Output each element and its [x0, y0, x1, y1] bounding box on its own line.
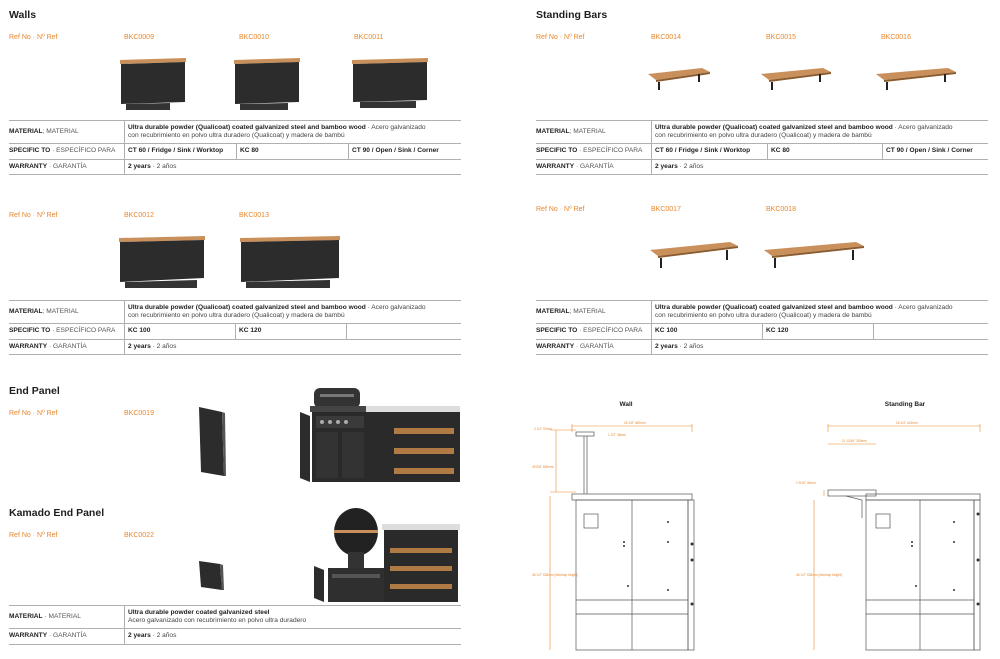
standing-bar-image — [876, 68, 956, 90]
bars-ref-label: Ref No · Nº Ref — [536, 206, 585, 213]
specific-empty — [346, 323, 461, 340]
warranty-label: WARRANTY · GARANTÍA — [536, 338, 652, 355]
wall-product-image — [119, 236, 205, 288]
wall-diagram-title: Wall — [619, 401, 633, 408]
ref-bkc0022: BKC0022 — [124, 532, 154, 539]
wall-product-image — [240, 236, 340, 288]
specific-value: CT 90 / Open / Sink / Corner — [882, 143, 988, 160]
kamado-kitchen-image — [314, 508, 460, 602]
kamado-ref-label: Ref No · Nº Ref — [9, 532, 58, 539]
kamado-end-panel-title: Kamado End Panel — [9, 507, 105, 519]
specific-value: KC 80 — [236, 143, 349, 160]
warranty-value: 2 years · 2 años — [124, 628, 461, 645]
material-label: MATERIAL; MATERIAL — [536, 299, 652, 324]
wall-product-image — [120, 58, 186, 110]
standing-bar-image — [648, 68, 710, 90]
specific-value: KC 120 — [235, 323, 347, 340]
specific-empty — [873, 323, 988, 340]
wall-dim-text: 1 1/2" 38mm — [608, 433, 626, 437]
material-value: Ultra durable powder coated galvanized s… — [124, 604, 461, 629]
ref-bkc0019: BKC0019 — [124, 410, 154, 417]
walls-spec-table-2: MATERIAL; MATERIAL Ultra durable powder … — [9, 299, 461, 355]
warranty-label: WARRANTY · GARANTÍA — [536, 158, 652, 175]
warranty-value: 2 years · 2 años — [651, 158, 988, 175]
standing-bar-image — [650, 242, 738, 268]
specific-value: CT 90 / Open / Sink / Corner — [348, 143, 461, 160]
ref-bkc0009: BKC0009 — [124, 34, 154, 41]
material-value: Ultra durable powder (Qualicoat) coated … — [651, 299, 988, 324]
walls-title: Walls — [9, 9, 37, 21]
standing-bars-title: Standing Bars — [536, 9, 608, 21]
bar-dim-text: 36 1/2" 928mm (Worktop height) — [796, 573, 842, 577]
specific-label: SPECIFIC TO · ESPECÍFICO PARA — [536, 323, 652, 340]
wall-dim-text: 18 1/8" 462mm — [624, 421, 646, 425]
bars-spec-table-1: MATERIAL; MATERIAL Ultra durable powder … — [536, 119, 988, 175]
bar-dim-text: 11 13/16" 300mm — [842, 439, 867, 443]
material-label: MATERIAL; MATERIAL — [9, 299, 125, 324]
bar-dim-text: 1 9/16" 40mm — [796, 481, 816, 485]
specific-value: CT 60 / Fridge / Sink / Worktop — [124, 143, 237, 160]
kamado-end-panel-image — [199, 561, 224, 590]
wall-technical-drawing: 18 1/8" 462mm 2 1/4" 57mm 1 1/2" 38mm 25… — [532, 421, 695, 651]
warranty-value: 2 years · 2 años — [124, 158, 461, 175]
warranty-value: 2 years · 2 años — [651, 338, 988, 355]
specific-label: SPECIFIC TO · ESPECÍFICO PARA — [9, 323, 125, 340]
ref-bkc0015: BKC0015 — [766, 34, 796, 41]
ref-bkc0014: BKC0014 — [651, 34, 681, 41]
warranty-label: WARRANTY · GARANTÍA — [9, 628, 125, 645]
material-label: MATERIAL · MATERIAL — [9, 604, 125, 629]
specific-value: KC 100 — [124, 323, 236, 340]
walls-ref-label: Ref No · Nº Ref — [9, 34, 58, 41]
specific-value: KC 100 — [651, 323, 763, 340]
bars-spec-table-2: MATERIAL; MATERIAL Ultra durable powder … — [536, 299, 988, 355]
ref-bkc0017: BKC0017 — [651, 206, 681, 213]
standing-bar-diagram-title: Standing Bar — [884, 401, 926, 408]
end-panel-image — [199, 407, 226, 476]
walls-spec-table-1: MATERIAL; MATERIAL Ultra durable powder … — [9, 119, 461, 175]
ref-bkc0011: BKC0011 — [354, 34, 384, 41]
bars-ref-label: Ref No · Nº Ref — [536, 34, 585, 41]
end-panel-title: End Panel — [9, 385, 60, 397]
bar-dim-text: 16 1/4" 413mm — [896, 421, 918, 425]
wall-dim-text: 36 1/2" 928mm (Worktop height) — [532, 573, 578, 577]
ref-bkc0010: BKC0010 — [239, 34, 269, 41]
wall-dim-text: 25 5/8" 650mm — [532, 465, 554, 469]
ref-bkc0012: BKC0012 — [124, 212, 154, 219]
wall-product-image — [352, 58, 428, 108]
specific-value: CT 60 / Fridge / Sink / Worktop — [651, 143, 768, 160]
material-label: MATERIAL; MATERIAL — [9, 119, 125, 144]
ref-bkc0013: BKC0013 — [239, 212, 269, 219]
standing-bar-technical-drawing: 16 1/4" 413mm 11 13/16" 300mm 1 9/16" 40… — [796, 421, 981, 651]
ref-bkc0018: BKC0018 — [766, 206, 796, 213]
warranty-label: WARRANTY · GARANTÍA — [9, 158, 125, 175]
standing-bar-image — [761, 68, 831, 90]
end-panel-ref-label: Ref No · Nº Ref — [9, 410, 58, 417]
kitchen-grill-image — [300, 388, 460, 482]
specific-label: SPECIFIC TO · ESPECÍFICO PARA — [536, 143, 652, 160]
specific-value: KC 80 — [767, 143, 883, 160]
kamado-spec-table: MATERIAL · MATERIAL Ultra durable powder… — [9, 604, 461, 645]
material-label: MATERIAL; MATERIAL — [536, 119, 652, 144]
material-value: Ultra durable powder (Qualicoat) coated … — [124, 299, 461, 324]
wall-dim-text: 2 1/4" 57mm — [534, 427, 552, 431]
material-value: Ultra durable powder (Qualicoat) coated … — [124, 119, 461, 144]
standing-bar-image — [764, 242, 864, 268]
walls-ref-label: Ref No · Nº Ref — [9, 212, 58, 219]
specific-label: SPECIFIC TO · ESPECÍFICO PARA — [9, 143, 125, 160]
material-value: Ultra durable powder (Qualicoat) coated … — [651, 119, 988, 144]
warranty-label: WARRANTY · GARANTÍA — [9, 338, 125, 355]
specific-value: KC 120 — [762, 323, 874, 340]
warranty-value: 2 years · 2 años — [124, 338, 461, 355]
wall-product-image — [234, 58, 300, 110]
ref-bkc0016: BKC0016 — [881, 34, 911, 41]
